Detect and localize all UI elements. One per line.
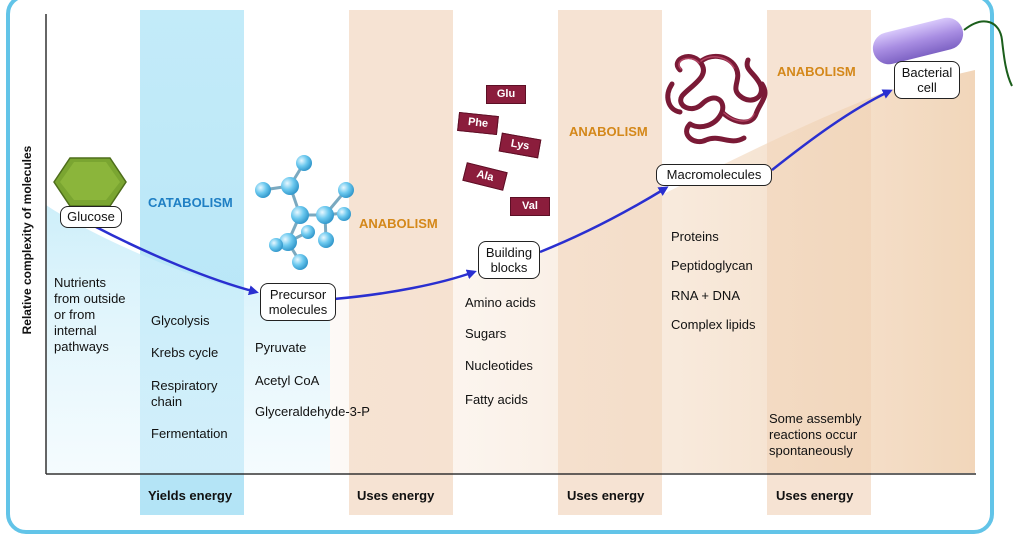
- catabolism-heading: CATABOLISM: [148, 195, 233, 210]
- nutrients-line: internal: [54, 323, 97, 338]
- precursor-label-1: Precursor: [269, 287, 327, 302]
- nutrients-line: or from: [54, 307, 96, 322]
- anabolism-heading-3: ANABOLISM: [777, 64, 856, 79]
- macro-peptidoglycan: Peptidoglycan: [671, 258, 753, 273]
- assembly-note: Some assembly reactions occur spontaneou…: [769, 411, 861, 459]
- footer-uses-energy-2: Uses energy: [567, 488, 645, 503]
- building-label-2: blocks: [490, 260, 528, 275]
- anabolism-heading-1: ANABOLISM: [359, 216, 438, 231]
- block-nucleotides: Nucleotides: [465, 358, 533, 373]
- pathway-krebs: Krebs cycle: [151, 345, 219, 360]
- pathway-arrow-catabolic: [95, 225, 259, 296]
- protein-coil-icon: [665, 53, 768, 144]
- nutrients-line: from outside: [54, 291, 126, 306]
- nutrients-line: Nutrients: [54, 275, 107, 290]
- block-amino-acids: Amino acids: [465, 295, 536, 310]
- building-label-1: Building: [485, 245, 533, 260]
- precursor-atoms: [255, 155, 354, 270]
- y-axis-label: Relative complexity of molecules: [20, 145, 34, 335]
- precursor-g3p: Glyceraldehyde-3-P: [255, 404, 370, 419]
- assembly-note-line: reactions occur: [769, 427, 858, 442]
- precursor-pyruvate: Pyruvate: [255, 340, 307, 355]
- bacterial-label-1: Bacterial: [901, 65, 953, 80]
- complexity-area-right: [330, 70, 975, 473]
- glucose-node: Glucose: [60, 206, 122, 228]
- amino-acid-val: Val: [510, 197, 550, 216]
- macromolecules-label: Macromolecules: [666, 167, 762, 182]
- glucose-hexagon-icon: [53, 157, 127, 207]
- footer-uses-energy-3: Uses energy: [776, 488, 854, 503]
- footer-yields-energy: Yields energy: [148, 488, 233, 503]
- bacterial-cell-node: Bacterial cell: [894, 61, 960, 99]
- nutrients-line: pathways: [54, 339, 109, 354]
- pathway-arrow-precursor-to-blocks: [333, 269, 477, 301]
- building-blocks-node: Building blocks: [478, 241, 540, 279]
- pathway-glycolysis: Glycolysis: [151, 313, 210, 328]
- macro-proteins: Proteins: [671, 229, 719, 244]
- precursor-acetyl-coa: Acetyl CoA: [255, 373, 320, 388]
- assembly-note-line: Some assembly: [769, 411, 862, 426]
- pathway-respiratory-line: chain: [151, 394, 183, 409]
- pathway-respiratory-line: Respiratory: [151, 378, 218, 393]
- precursor-label-2: molecules: [268, 302, 328, 317]
- glucose-label: Glucose: [67, 209, 115, 224]
- pathway-arrow-blocks-to-macro: [539, 186, 669, 254]
- complexity-area-left: [46, 205, 330, 473]
- bacterial-label-2: cell: [917, 80, 937, 95]
- figure-frame: [6, 0, 994, 534]
- pathway-arrow-macro-to-cell: [771, 89, 893, 171]
- bacterial-cell-icon: [872, 17, 1013, 87]
- assembly-note-line: spontaneously: [769, 443, 853, 458]
- macromolecules-node: Macromolecules: [656, 164, 772, 186]
- block-fatty-acids: Fatty acids: [465, 392, 528, 407]
- macro-rna-dna: RNA + DNA: [671, 288, 740, 303]
- nutrients-text: Nutrients from outside or from internal …: [54, 275, 126, 355]
- footer-uses-energy-1: Uses energy: [357, 488, 435, 503]
- protein-coil-highlights: [678, 56, 755, 122]
- macro-complex-lipids: Complex lipids: [671, 317, 756, 332]
- amino-acid-phe: Phe: [457, 111, 499, 136]
- pathway-fermentation: Fermentation: [151, 426, 228, 441]
- pathway-respiratory: Respiratory chain: [151, 378, 217, 410]
- anabolism-heading-2: ANABOLISM: [569, 124, 648, 139]
- block-sugars: Sugars: [465, 326, 507, 341]
- amino-acid-glu: Glu: [486, 85, 526, 104]
- precursor-node: Precursor molecules: [260, 283, 336, 321]
